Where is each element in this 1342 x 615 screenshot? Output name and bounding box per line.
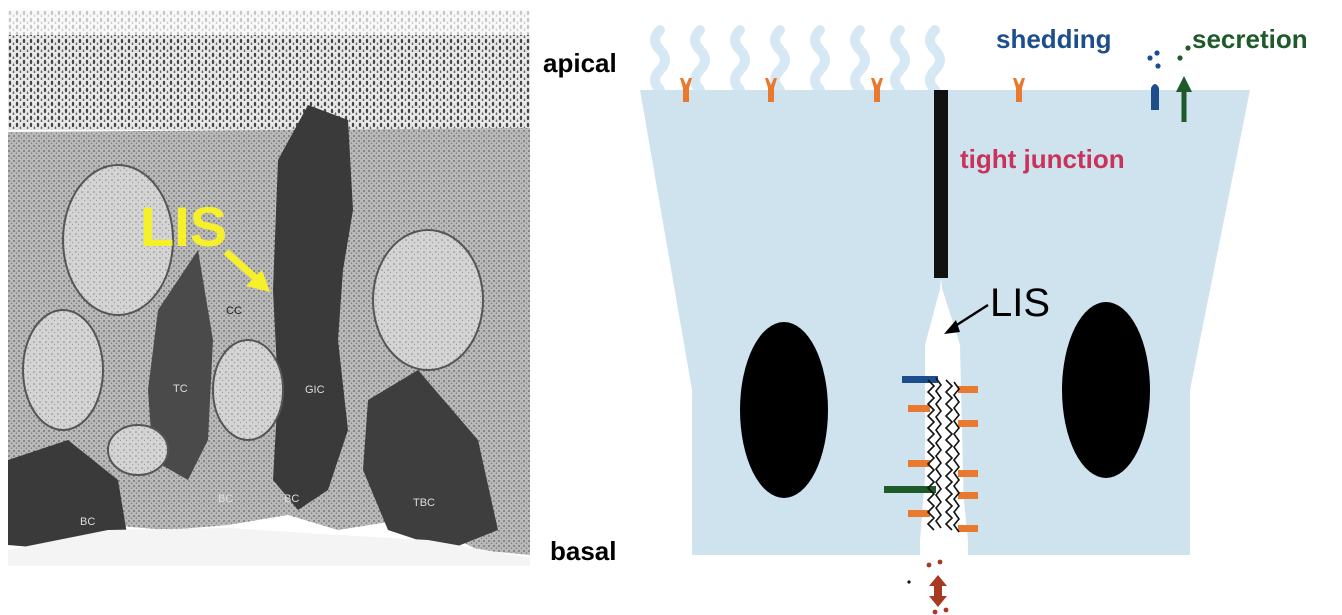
nucleus: [373, 230, 483, 370]
cell-label-tc: TC: [173, 383, 188, 395]
basal-particle: [933, 610, 938, 615]
shedding-label: shedding: [996, 24, 1112, 54]
shedding-particle: [1147, 55, 1152, 60]
cell-label-gic: GIC: [305, 384, 325, 396]
cell-label-bc: BC: [80, 516, 95, 528]
apical-label: apical: [543, 48, 617, 78]
secretion-particle: [1177, 55, 1182, 60]
basal-particle: [927, 563, 932, 568]
basal-exchange-arrow: [929, 575, 947, 607]
electron-micrograph: CC TC GIC BC BC BC TBC LIS: [8, 10, 530, 566]
shedding-particle: [1154, 50, 1159, 55]
basal-particle: [938, 560, 943, 565]
nucleus: [108, 425, 168, 475]
tight-junction-bar: [934, 90, 948, 278]
nucleus-right: [1062, 302, 1150, 478]
microvilli: [655, 30, 940, 90]
basal-label: basal: [550, 536, 617, 566]
shedding-icon: [1151, 84, 1159, 110]
lateral-shedding-bar: [902, 376, 938, 383]
schematic-diagram: apical basal tight junction LIS shedding…: [540, 0, 1342, 615]
secretion-particle: [1185, 45, 1190, 50]
shedding-particle: [1155, 63, 1160, 68]
cell-label-tbc: TBC: [413, 497, 435, 509]
nucleus-left: [740, 322, 828, 498]
lis-label-micrograph: LIS: [140, 195, 227, 258]
cell-label-bc: BC: [284, 493, 299, 505]
lis-label: LIS: [990, 281, 1050, 325]
secretion-label: secretion: [1192, 24, 1308, 54]
nucleus: [213, 340, 283, 440]
cell-label-bc: BC: [218, 493, 233, 505]
basal-particle: [944, 608, 949, 613]
nucleus: [23, 310, 103, 430]
cell-label-cc: CC: [226, 305, 242, 317]
secretion-arrowhead: [1176, 76, 1192, 92]
tight-junction-label: tight junction: [960, 144, 1125, 174]
basal-particle: [907, 580, 910, 583]
